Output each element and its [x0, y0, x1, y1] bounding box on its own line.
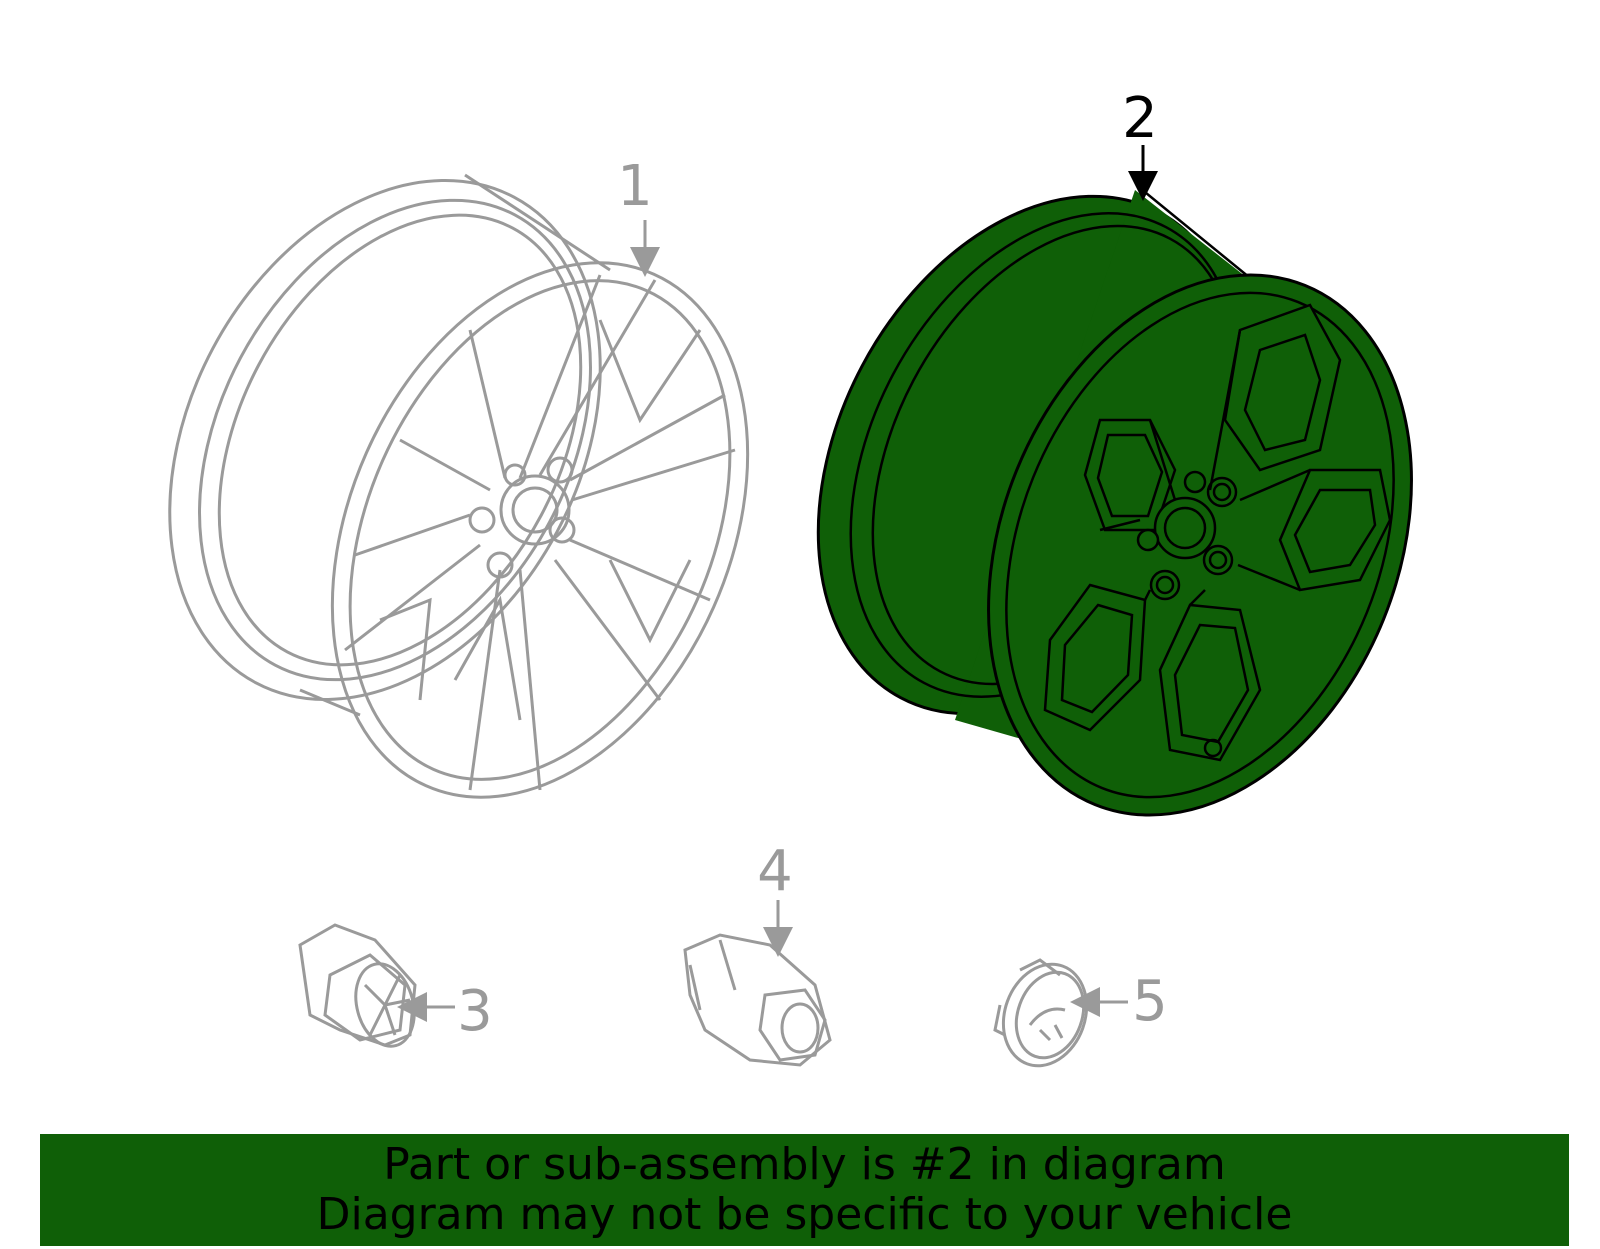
callout-2: 2 [1122, 86, 1158, 201]
callout-4-label: 4 [757, 839, 793, 904]
center-cap-drawing [993, 958, 1089, 1068]
wheel-drawing [816, 187, 1413, 817]
banner-line-1: Part or sub-assembly is #2 in diagram [383, 1139, 1226, 1190]
lug-nut-drawing [298, 923, 417, 1048]
callout-5: 5 [1070, 969, 1168, 1034]
callout-4: 4 [757, 839, 793, 957]
locking-lug-nut-drawing [683, 933, 832, 1067]
callout-5-label: 5 [1132, 969, 1168, 1034]
banner-line-2: Diagram may not be specific to your vehi… [316, 1189, 1293, 1240]
wheel-alternate-drawing [168, 173, 750, 799]
callout-2-label: 2 [1122, 86, 1158, 151]
info-banner: Part or sub-assembly is #2 in diagram Di… [40, 1134, 1569, 1246]
callout-1-label: 1 [617, 154, 653, 219]
callout-1: 1 [617, 154, 660, 277]
callout-3-label: 3 [457, 979, 493, 1044]
callout-3: 3 [397, 979, 493, 1044]
